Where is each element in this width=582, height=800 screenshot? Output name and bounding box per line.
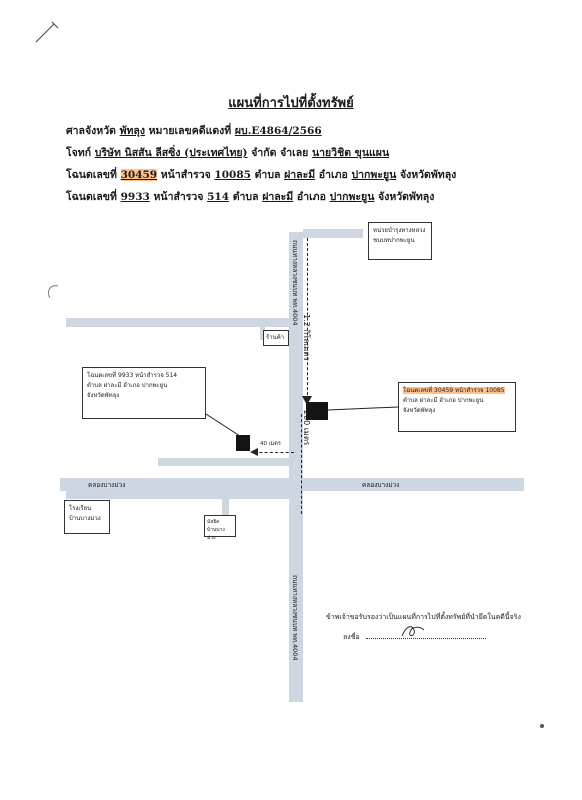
sign-label: ลงชื่อ — [343, 633, 360, 641]
plot-9933-marker — [236, 435, 250, 451]
side-road — [158, 458, 289, 466]
canal-label-left: คลองบางม่วง — [88, 481, 126, 489]
mosque-box: มัสยิด บ้านบางม่วง — [204, 515, 236, 541]
province-name: จังหวัดพัทลุง — [399, 169, 457, 181]
signature-mark — [401, 626, 425, 637]
defendant-prefix: จำกัด จำเลย — [251, 147, 309, 159]
highway-unit-line-2: ชนบทปากพะยูน — [373, 237, 415, 244]
plot-9933-line-2: ตำบล ฝาละมี อำเภอ ปากพะยูน — [87, 382, 168, 389]
highway-road — [289, 232, 303, 702]
school-line-1: โรงเรียน — [69, 505, 92, 512]
highway-unit-line-1: หน่วยบำรุงทางหลวง — [373, 227, 426, 234]
tambon-name: ฝาละมี — [262, 191, 294, 203]
mosque-line-2: บ้านบางม่วง — [207, 527, 225, 541]
survey-label: หน้าสำรวจ — [160, 169, 211, 181]
highway-label-top: ถนนทางหลวงชนบท พท.4004 — [291, 240, 299, 326]
arrow-down-icon — [302, 396, 312, 405]
scan-dot — [540, 724, 544, 728]
mosque-line-1: มัสยิด — [207, 519, 220, 525]
canal-label-right: คลองบางม่วง — [362, 481, 400, 489]
tambon-label: ตำบล — [254, 169, 281, 181]
plot-30459-box: โฉนดเลขที่ 30459 หน้าสำรวจ 10085 ตำบล ฝา… — [398, 382, 516, 432]
school-line-2: บ้านบางม่วง — [69, 515, 101, 522]
plot-30459-line-1: โฉนดเลขที่ 30459 หน้าสำรวจ 10085 — [403, 386, 511, 396]
plot-30459-line-3: จังหวัดพัทลุง — [403, 407, 436, 414]
defendant-name: นายวิชิต ขุนแผน — [311, 147, 390, 159]
plot-9933-line-1: โฉนดเลขที่ 9933 หน้าสำรวจ 514 — [87, 372, 178, 379]
court-prefix: ศาลจังหวัด — [66, 125, 116, 137]
plot-9933-box: โฉนดเลขที่ 9933 หน้าสำรวจ 514 ตำบล ฝาละม… — [82, 367, 206, 419]
lower-stub-road — [222, 491, 229, 515]
highway-unit-box: หน่วยบำรุงทางหลวง ชนบทปากพะยูน — [368, 222, 432, 260]
tambon-name: ฝาละมี — [284, 169, 316, 181]
amphoe-name: ปากพะยูน — [329, 191, 375, 203]
plot-9933-line-3: จังหวัดพัทลุง — [87, 392, 120, 399]
plot-30459-line-2: ตำบล ฝาละมี อำเภอ ปากพะยูน — [403, 397, 484, 404]
deed-number: 9933 — [120, 191, 150, 203]
canal-road — [60, 478, 524, 491]
arrow-left-icon — [250, 448, 258, 456]
deed-prefix: โฉนดเลขที่ — [66, 169, 117, 181]
lower-left-road — [66, 491, 289, 499]
school-box: โรงเรียน บ้านบางม่วง — [64, 500, 110, 534]
deed-prefix: โฉนดเลขที่ — [66, 191, 117, 203]
court-name: พัทลุง — [119, 125, 145, 137]
plaintiff-prefix: โจทก์ — [66, 147, 92, 159]
shop-road — [260, 327, 265, 340]
scan-mark-circle — [47, 285, 59, 299]
distance-40m: 40 เมตร — [260, 441, 281, 447]
signature-line — [366, 638, 486, 639]
scan-mark — [35, 21, 59, 43]
route-dashed-line-200m — [301, 414, 302, 514]
survey-number: 10085 — [214, 169, 251, 181]
route-dashed-line — [307, 238, 308, 410]
parties-line: โจทก์ บริษัท นิสสัน ลีสซิ่ง (ประเทศไทย) … — [66, 144, 389, 161]
highway-label-bottom: ถนนทางหลวงชนบท พท.4004 — [291, 575, 299, 661]
document-title: แผนที่การไปที่ตั้งทรัพย์ — [228, 96, 354, 111]
plot-30459-deed-text: โฉนดเลขที่ 30459 หน้าสำรวจ 10085 — [403, 387, 505, 394]
deed-number: 30459 — [120, 169, 158, 181]
certification-statement: ข้าพเจ้าขอรับรองว่าเป็นแผนที่การไปที่ตั้… — [326, 613, 521, 621]
court-line: ศาลจังหวัด พัทลุง หมายเลขคดีแดงที่ ผบ.E4… — [66, 122, 322, 139]
distance-1-2km: 1.2 กิโลเมตร — [302, 314, 311, 361]
plot-9933-pointer — [206, 413, 241, 437]
plot-30459-marker — [306, 402, 328, 420]
shop-box: ร้านค้า — [263, 330, 289, 346]
case-number: ผบ.E4864/2566 — [234, 125, 322, 137]
amphoe-label: อำเภอ — [296, 191, 326, 203]
survey-label: หน้าสำรวจ — [153, 191, 204, 203]
case-prefix: หมายเลขคดีแดงที่ — [148, 125, 232, 137]
route-dashed-line-40m — [254, 452, 294, 453]
plot-30459-pointer — [328, 406, 398, 411]
shop-label: ร้านค้า — [266, 334, 285, 341]
province-name: จังหวัดพัทลุง — [378, 191, 435, 203]
left-road — [66, 318, 289, 327]
plaintiff-name: บริษัท นิสสัน ลีสซิ่ง (ประเทศไทย) — [94, 147, 248, 159]
top-branch-road — [303, 229, 363, 238]
deed-line-2: โฉนดเลขที่ 9933 หน้าสำรวจ 514 ตำบล ฝาละม… — [66, 188, 434, 205]
amphoe-name: ปากพะยูน — [351, 169, 397, 181]
amphoe-label: อำเภอ — [318, 169, 348, 181]
tambon-label: ตำบล — [232, 191, 259, 203]
survey-number: 514 — [207, 191, 230, 203]
deed-line-1: โฉนดเลขที่ 30459 หน้าสำรวจ 10085 ตำบล ฝา… — [66, 166, 456, 183]
